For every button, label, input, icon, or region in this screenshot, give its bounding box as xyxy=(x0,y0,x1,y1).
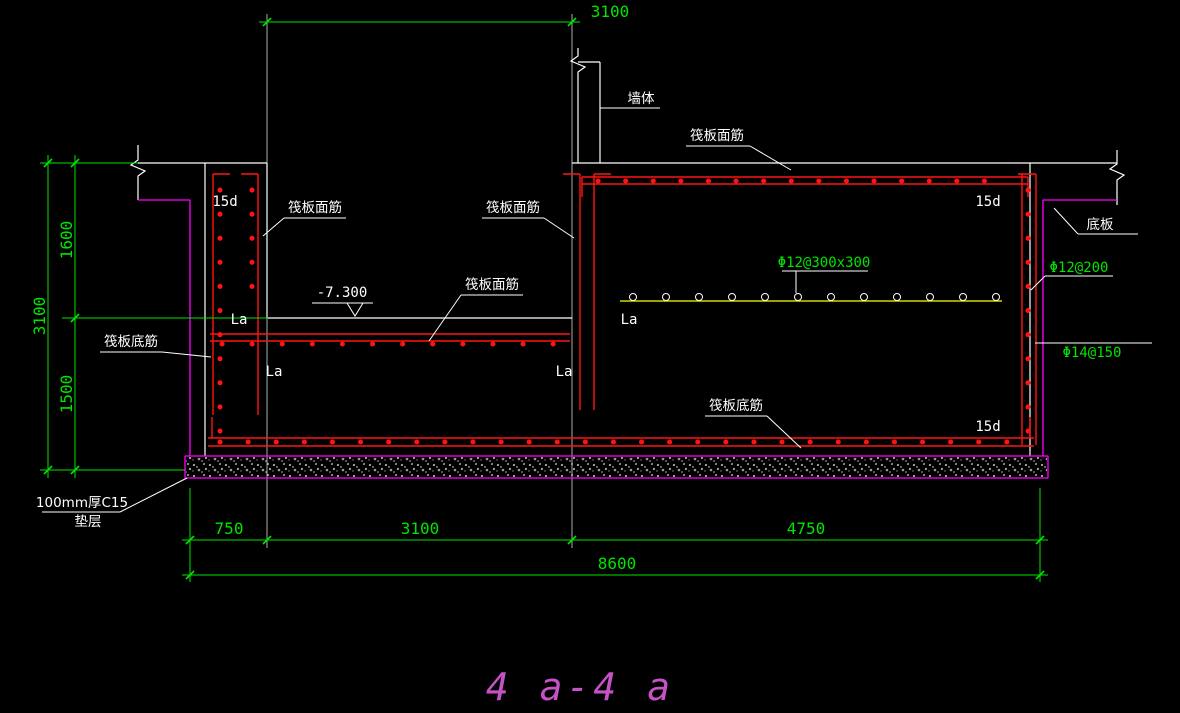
label-slab-top-rebar-2: 筏板面筋 xyxy=(288,199,342,216)
dim-bottom-pit-width: 3100 xyxy=(401,519,440,538)
label-lap-4: La xyxy=(556,364,573,380)
label-slab-top-rebar-4: 筏板面筋 xyxy=(465,276,519,293)
dim-top-pit-width: 3100 xyxy=(591,2,630,21)
label-pit-elevation: -7.300 xyxy=(317,285,368,301)
dim-depth-upper: 1600 xyxy=(57,221,76,260)
label-mesh-spec: Φ12@300x300 xyxy=(778,255,871,271)
structure-lines xyxy=(138,61,1117,456)
dim-depth-lower: 1500 xyxy=(57,375,76,414)
label-slab-top-rebar-1: 筏板面筋 xyxy=(690,127,744,144)
label-cushion-spec-1: 100mm厚C15 xyxy=(36,495,128,511)
concrete-outline xyxy=(138,199,1117,479)
rebar-lines xyxy=(208,173,1037,447)
label-lap-2: La xyxy=(621,312,638,328)
break-symbols xyxy=(129,48,1126,205)
rebar-section-dots xyxy=(217,178,1031,445)
label-hook-left: 15d xyxy=(212,194,237,210)
label-slab-bottom-rebar-1: 筏板底筋 xyxy=(104,333,158,350)
elevation-triangle-icon xyxy=(346,302,364,317)
label-hook-right-top: 15d xyxy=(975,194,1000,210)
dim-bottom-edge-left: 750 xyxy=(215,519,244,538)
leader-lines xyxy=(42,107,1152,513)
dim-depth-total: 3100 xyxy=(30,297,49,336)
label-wall-bars-2: Φ14@150 xyxy=(1062,345,1121,361)
label-bottom-slab: 底板 xyxy=(1087,217,1115,233)
label-hook-right-bottom: 15d xyxy=(975,419,1000,435)
section-title: 4 a-4 a xyxy=(486,665,674,709)
label-wall-bars-1: Φ12@200 xyxy=(1049,260,1108,276)
label-slab-bottom-rebar-2: 筏板底筋 xyxy=(709,397,763,414)
label-slab-top-rebar-3: 筏板面筋 xyxy=(486,199,540,216)
dimension-lines xyxy=(40,17,1048,582)
break-icon-right xyxy=(1108,150,1126,205)
label-lap-3: La xyxy=(266,364,283,380)
break-icon-left xyxy=(129,145,147,200)
steel-mesh xyxy=(620,293,1002,302)
cushion-hatch xyxy=(186,457,1047,477)
dim-bottom-total-width: 8600 xyxy=(598,554,637,573)
break-icon-wall xyxy=(569,48,587,80)
label-lap-1: La xyxy=(231,312,248,328)
label-cushion-spec-2: 垫层 xyxy=(75,514,102,530)
label-wall: 墙体 xyxy=(628,91,656,107)
dim-bottom-right-width: 4750 xyxy=(787,519,826,538)
